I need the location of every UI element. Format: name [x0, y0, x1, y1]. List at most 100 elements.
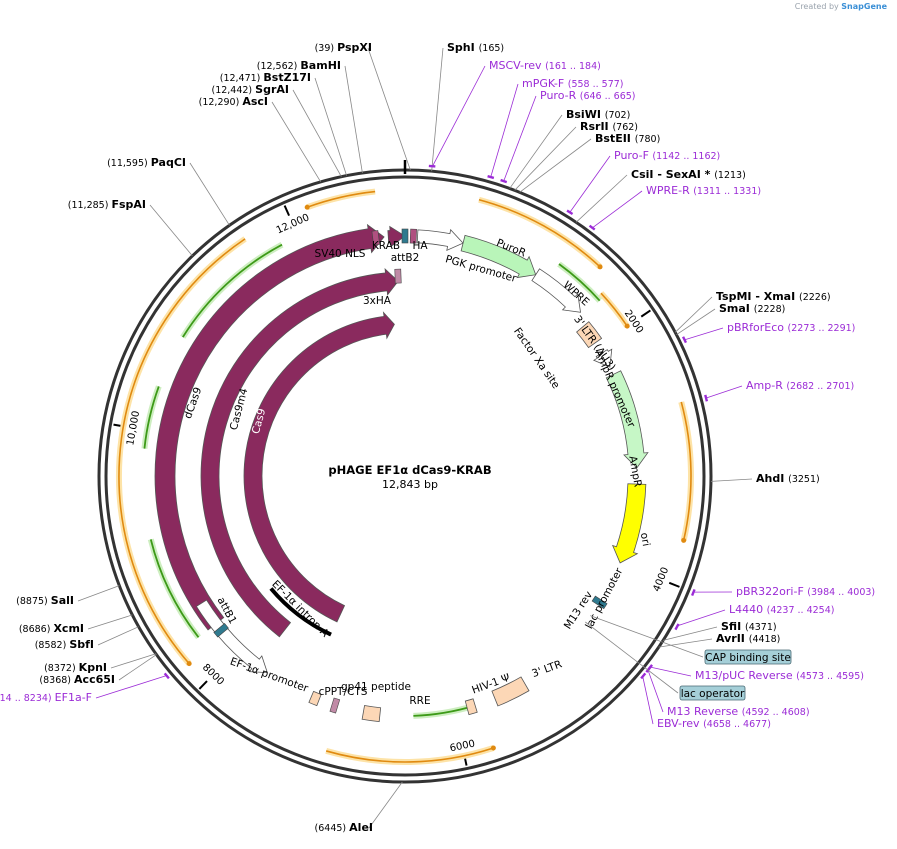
primer-label[interactable]: pBR322ori-F (3984 .. 4003) — [736, 585, 875, 598]
primer-label[interactable]: M13/pUC Reverse (4573 .. 4595) — [695, 669, 864, 682]
ori-arrow — [611, 483, 647, 564]
primer-label[interactable]: WPRE-R (1311 .. 1331) — [646, 184, 761, 197]
primer-position: (161 .. 184) — [545, 61, 601, 72]
site-position: (8875) — [16, 596, 51, 607]
site-name: AleI — [349, 821, 373, 834]
restriction-site-label[interactable]: (11,285) FspAI — [68, 198, 146, 211]
restriction-site-label[interactable]: (11,595) PaqCI — [107, 156, 186, 169]
restriction-site-label[interactable]: (8875) SalI — [16, 594, 74, 607]
primer-label[interactable]: (8214 .. 8234) EF1a-F — [0, 691, 92, 704]
site-position: (4371) — [745, 622, 777, 633]
feature-label: EF-1α promoter — [228, 655, 310, 695]
box-leader — [590, 615, 704, 658]
site-name: Acc65I — [74, 673, 115, 686]
ampr-arrow — [605, 370, 649, 469]
restriction-site-label[interactable]: BsiWI (702) — [566, 108, 630, 121]
green-arc-halo — [413, 702, 477, 719]
primer-name: M13 Reverse — [667, 705, 742, 718]
restriction-site-label[interactable]: SphI (165) — [447, 41, 504, 54]
primer-leader — [95, 674, 168, 699]
restriction-site-label[interactable]: BstEII (780) — [595, 132, 660, 145]
site-leader — [314, 77, 347, 176]
site-name: BsiWI — [566, 108, 605, 121]
site-leader — [676, 308, 716, 336]
primer-leader — [568, 155, 611, 214]
restriction-site-label[interactable]: RsrII (762) — [580, 120, 638, 133]
feature-box — [704, 649, 792, 665]
primer-mark — [674, 623, 680, 631]
primer-mark — [566, 209, 574, 216]
restriction-site-label[interactable]: (12,290) AscI — [199, 95, 268, 108]
restriction-site-label[interactable]: TspMI - XmaI (2226) — [716, 290, 831, 303]
tick-mark — [198, 680, 208, 690]
plasmid-length: 12,843 bp — [382, 478, 438, 491]
site-name: PaqCI — [151, 156, 186, 169]
site-name: RsrII — [580, 120, 612, 133]
primer-name: L4440 — [729, 603, 767, 616]
restriction-site-label[interactable]: (8372) KpnI — [44, 661, 107, 674]
primer-label[interactable]: M13 Reverse (4592 .. 4608) — [667, 705, 810, 718]
primer-label[interactable]: Puro-F (1142 .. 1162) — [614, 149, 720, 162]
restriction-site-label[interactable]: (12,471) BstZ17I — [220, 71, 311, 84]
site-name: TspMI - XmaI — [716, 290, 799, 303]
site-name: AvrII — [716, 632, 749, 645]
primer-label[interactable]: mPGK-F (558 .. 577) — [522, 77, 624, 90]
site-name: BamHI — [300, 59, 341, 72]
green-arc — [143, 386, 160, 449]
puror-arrow — [460, 234, 537, 279]
primer-label[interactable]: pBRforEco (2273 .. 2291) — [727, 321, 855, 334]
primer-position: (4237 .. 4254) — [767, 605, 835, 616]
primer-label[interactable]: MSCV-rev (161 .. 184) — [489, 59, 601, 72]
cas9m4-arrow — [200, 267, 399, 638]
tick-mark — [668, 581, 680, 588]
site-position: (702) — [605, 110, 631, 121]
primer-leader — [642, 675, 654, 725]
restriction-site-label[interactable]: AvrII (4418) — [716, 632, 780, 645]
tick-mark — [640, 309, 651, 318]
feature-box-label[interactable]: CAP binding site — [705, 652, 791, 664]
3xha-marker — [394, 268, 402, 284]
restriction-site-label[interactable]: CsiI - SexAI * (1213) — [631, 168, 746, 181]
restriction-site-label[interactable]: (12,562) BamHI — [257, 59, 341, 72]
restriction-site-label[interactable]: SfiI (4371) — [721, 620, 777, 633]
feature-label: Factor Xa site — [511, 326, 562, 391]
orf-arrowhead — [490, 745, 496, 751]
restriction-site-label[interactable]: (39) PspXI — [315, 41, 372, 54]
site-position: (2226) — [799, 292, 831, 303]
ampr-promoter-arrow — [592, 348, 613, 368]
site-position: (11,595) — [107, 158, 151, 169]
site-name: BstEII — [595, 132, 635, 145]
site-position: (8368) — [39, 675, 74, 686]
restriction-site-label[interactable]: (8686) XcmI — [19, 622, 84, 635]
site-position: (3251) — [788, 474, 820, 485]
primer-label[interactable]: Puro-R (646 .. 665) — [540, 89, 636, 102]
primer-label[interactable]: EBV-rev (4658 .. 4677) — [657, 717, 771, 730]
site-position: (8686) — [19, 624, 54, 635]
primer-leader — [704, 385, 743, 399]
restriction-site-label[interactable]: (12,442) SgrAI — [211, 83, 289, 96]
green-arc-halo — [141, 385, 162, 449]
cas9-arrow — [243, 311, 395, 623]
site-position: (12,562) — [257, 61, 301, 72]
snapgene-credit: Created by SnapGene — [795, 2, 887, 11]
restriction-site-label[interactable]: SmaI (2228) — [719, 302, 785, 315]
wpre-arrow — [531, 268, 581, 313]
restriction-site-label[interactable]: (6445) AleI — [315, 821, 373, 834]
primer-sites: MSCV-rev (161 .. 184) mPGK-F (558 .. 577)… — [0, 59, 875, 730]
ef1a-promoter-arrow — [195, 599, 268, 674]
primer-position: (8214 .. 8234) — [0, 693, 55, 704]
rre-box — [361, 704, 382, 723]
site-position: (11,285) — [68, 200, 112, 211]
gp41-marker — [329, 697, 341, 714]
feature-box-label[interactable]: lac operator — [681, 688, 745, 700]
site-leader — [110, 653, 157, 669]
primer-label[interactable]: L4440 (4237 .. 4254) — [729, 603, 834, 616]
restriction-site-label[interactable]: (8368) Acc65I — [39, 673, 115, 686]
restriction-site-label[interactable]: AhdI (3251) — [756, 472, 820, 485]
site-position: (6445) — [315, 823, 350, 834]
primer-label[interactable]: Amp-R (2682 .. 2701) — [746, 379, 854, 392]
restriction-site-label[interactable]: (8582) SbfI — [35, 638, 94, 651]
site-leader — [519, 138, 592, 193]
primer-name: M13/pUC Reverse — [695, 669, 796, 682]
feature-label: KRAB — [372, 240, 400, 252]
